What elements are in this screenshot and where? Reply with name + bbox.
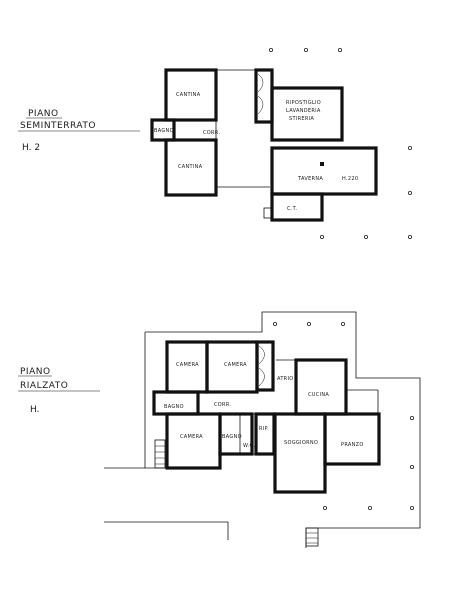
basement-ct-stair <box>263 207 273 219</box>
basement-cantina-bottom-walls <box>164 138 218 197</box>
basement-label-stireria: STIRERIA <box>289 116 314 122</box>
ground-label-atrio: ATRIO <box>277 376 293 382</box>
ground-label-camera-left: CAMERA <box>176 362 199 368</box>
ground-label-wc: W.C. <box>243 443 255 449</box>
basement-stair-walls <box>254 68 274 124</box>
basement-pillar <box>320 162 324 166</box>
ground-cucina-walls <box>294 358 348 416</box>
ground-label-bagno2: BAGNO <box>222 434 242 440</box>
basement-title-line2: SEMINTERRATO <box>20 121 96 131</box>
ground-stair-walls <box>255 340 275 392</box>
basement-ripostiglio-walls <box>270 86 344 142</box>
ground-label-pranzo: PRANZO <box>341 442 364 448</box>
basement-label-taverna: TAVERNA <box>297 176 323 182</box>
basement-floor-plan: PIANO SEMINTERRATO H. 2 CANTINA CANTINA … <box>18 48 412 239</box>
basement-label-ripostiglio: RIPOSTIGLIO <box>286 100 321 106</box>
ground-bagno-walls <box>152 390 200 416</box>
basement-ct-walls <box>270 192 324 222</box>
ground-camera-bottom-walls <box>165 412 222 470</box>
ground-stair-steps <box>258 345 265 387</box>
ground-soggiorno-walls <box>273 412 327 494</box>
ground-terrace-outline <box>145 311 421 548</box>
ground-label-cucina: CUCINA <box>308 392 329 398</box>
ground-level: H. <box>30 405 39 415</box>
ground-title-line2: RIALZATO <box>20 381 68 391</box>
basement-label-cantina-top: CANTINA <box>176 92 201 98</box>
basement-title-line1: PIANO <box>28 109 59 119</box>
basement-label-taverna-height: H.220 <box>342 176 358 182</box>
ground-title-line1: PIANO <box>20 367 51 377</box>
basement-level: H. 2 <box>22 143 40 153</box>
ground-label-bagno: BAGNO <box>164 404 184 410</box>
ground-entrance-steps-right <box>305 527 319 547</box>
ground-entrance-steps-left <box>154 439 166 469</box>
basement-label-lavanderia: LAVANDERIA <box>286 108 321 114</box>
ground-pranzo-walls <box>323 412 381 466</box>
ground-label-camera-bottom: CAMERA <box>180 434 203 440</box>
ground-label-corr: CORR. <box>214 402 231 408</box>
basement-corridor-top <box>216 69 257 120</box>
ground-terrace-posts <box>272 321 414 510</box>
basement-cantina-top-walls <box>164 68 218 122</box>
ground-label-rip: RIP. <box>259 426 269 432</box>
basement-label-ct: C.T. <box>287 206 297 212</box>
ground-label-camera-mid: CAMERA <box>224 362 247 368</box>
basement-label-bagno: BAGNO <box>154 128 174 134</box>
ground-rip-walls <box>254 412 276 456</box>
basement-label-cantina-bottom: CANTINA <box>178 164 203 170</box>
ground-bagno2-walls <box>218 412 254 456</box>
basement-stair-steps <box>257 73 264 115</box>
ground-label-soggiorno: SOGGIORNO <box>284 440 318 446</box>
basement-bagno-walls <box>150 118 176 142</box>
basement-garden-posts <box>268 48 412 239</box>
ground-floor-plan: PIANO RIALZATO H. <box>18 311 421 548</box>
basement-label-corr: CORR. <box>203 130 220 136</box>
basement-taverna-walls <box>270 146 378 196</box>
